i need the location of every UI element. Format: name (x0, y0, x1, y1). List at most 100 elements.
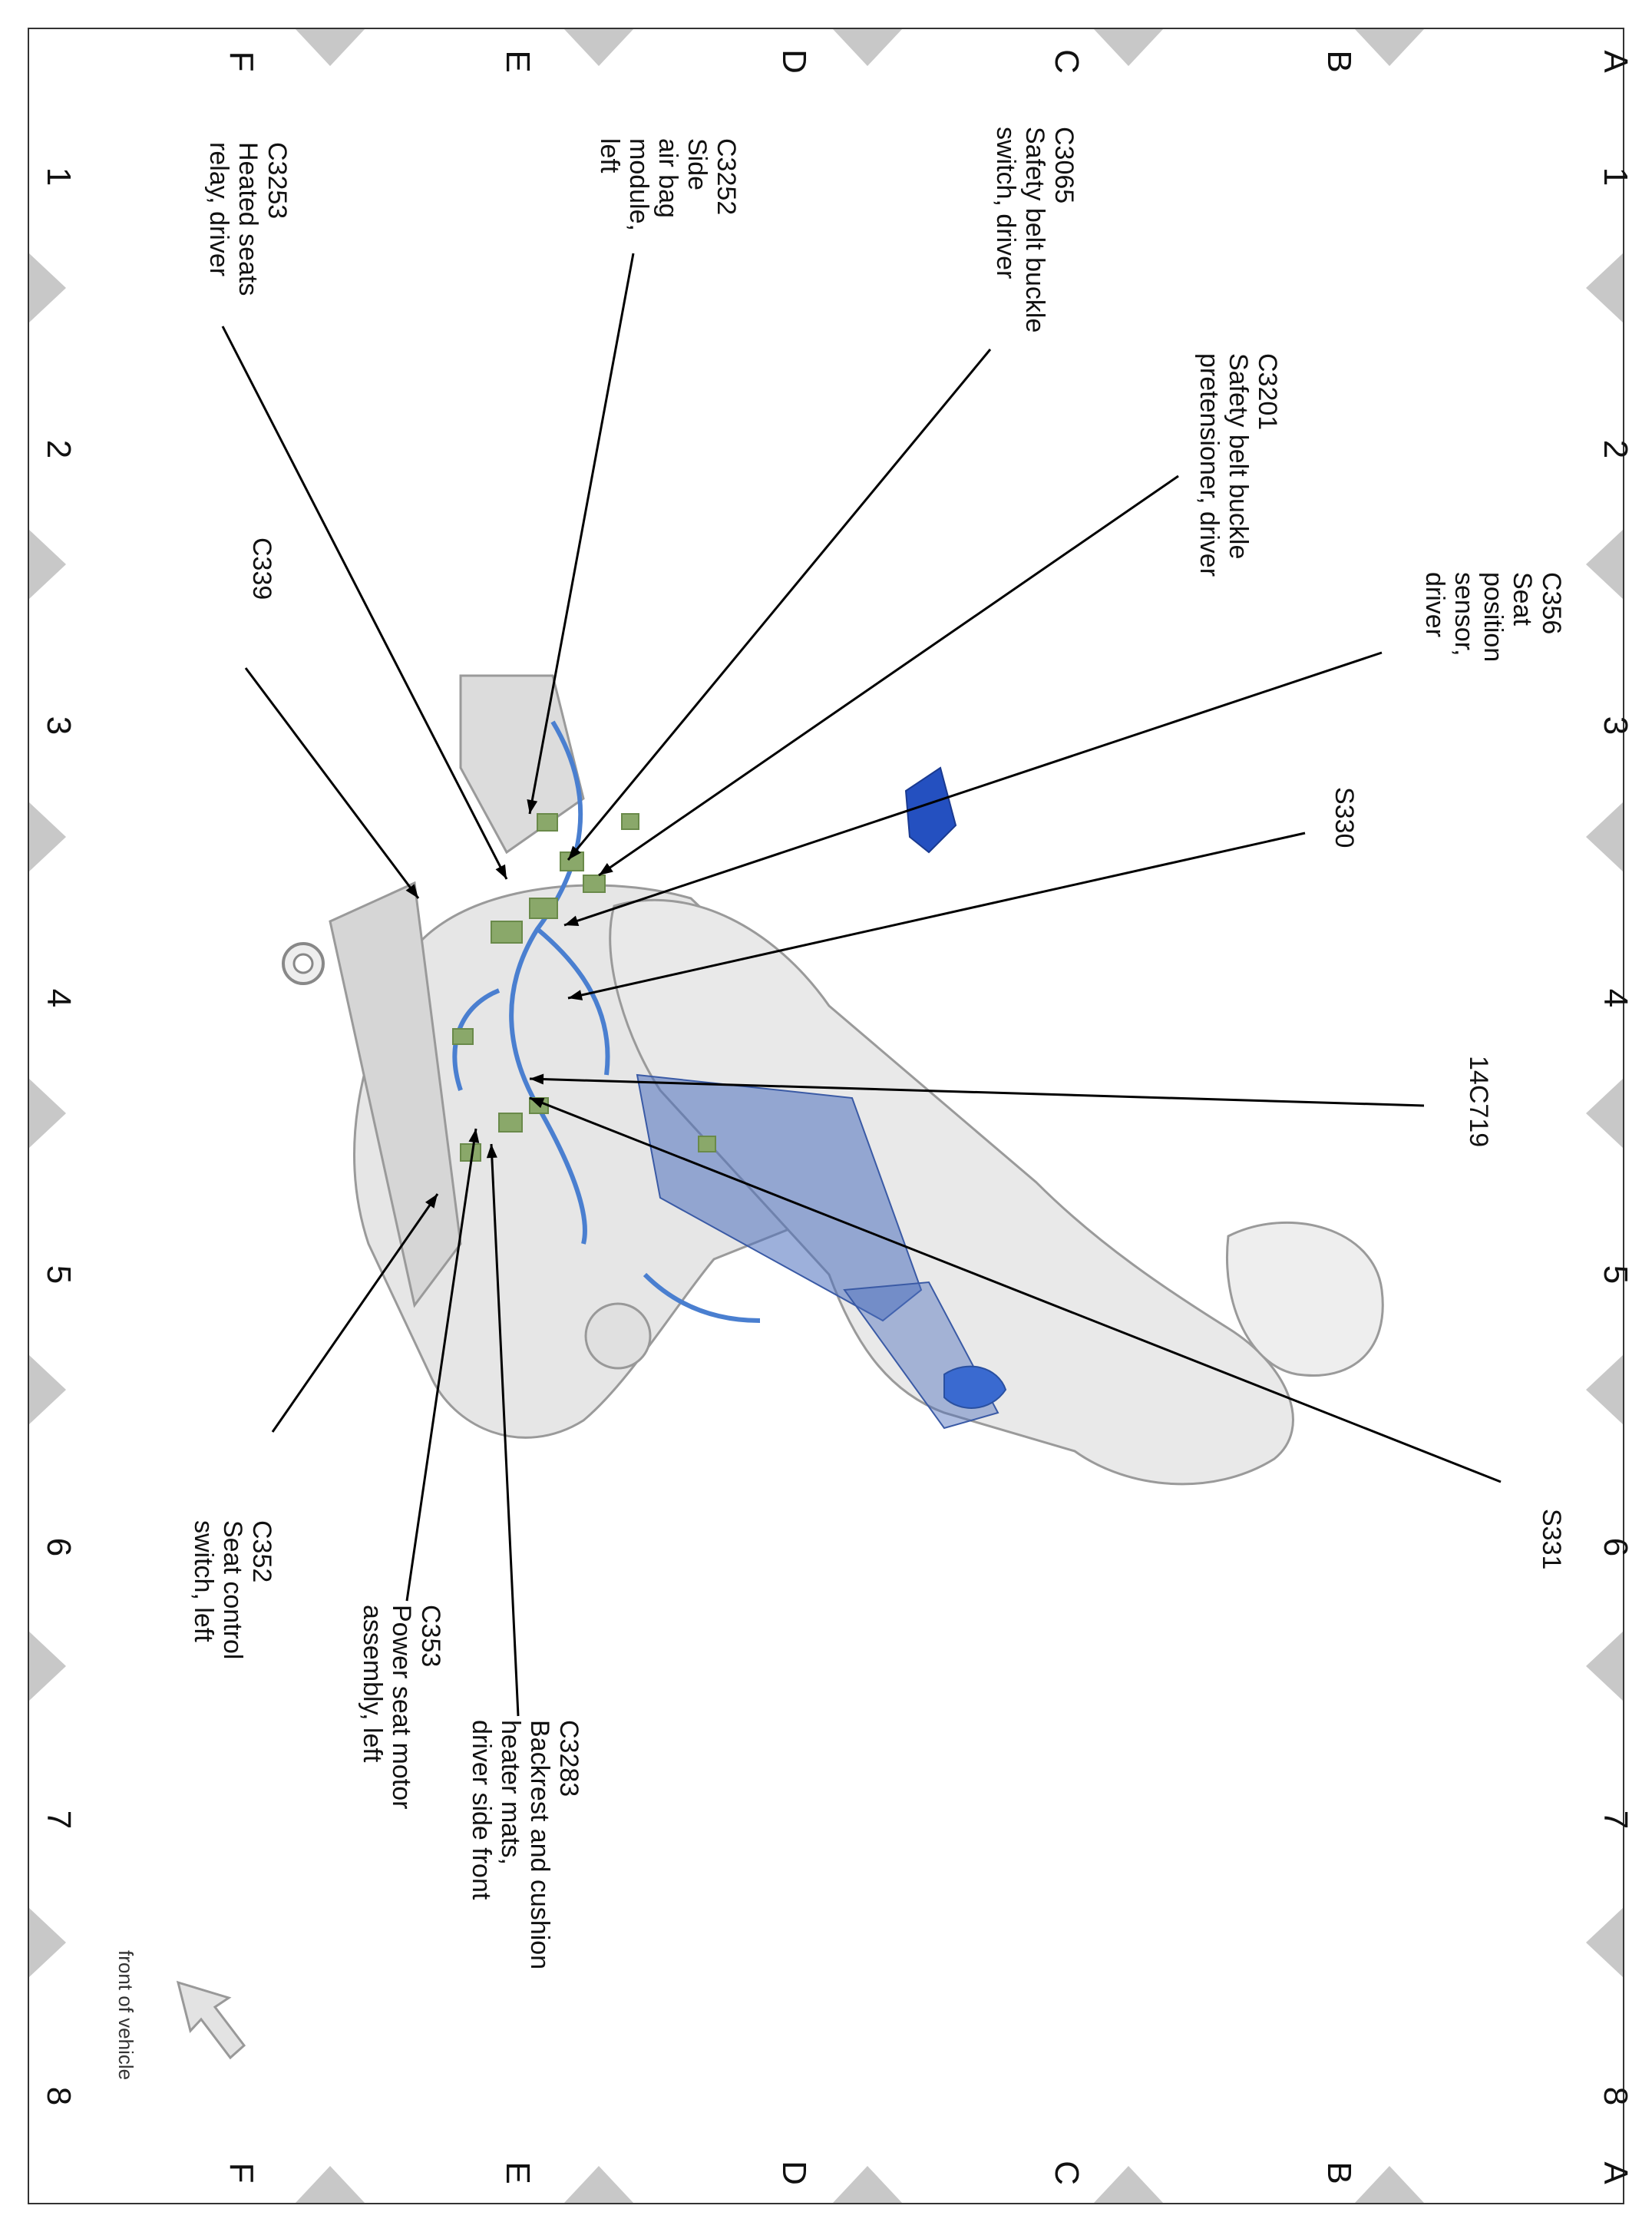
callout-line: C339 (247, 537, 276, 600)
leader-line-c3283 (490, 1143, 520, 1717)
grid-marker-left-2 (29, 802, 66, 871)
grid-marker-top-3 (1094, 29, 1163, 66)
callout-line: Heated seats (233, 142, 263, 296)
grid-column-label-right: 7 (1597, 1810, 1634, 1829)
callout-leaders (221, 253, 1502, 1717)
front-of-vehicle-label: front of vehicle (114, 1950, 137, 2080)
leader-line-c3065 (567, 349, 992, 861)
safety-belt-buckle (904, 766, 957, 854)
grid-marker-right-0 (1586, 253, 1623, 322)
leader-line-c339 (244, 667, 420, 899)
callout-line: C356 (1537, 572, 1566, 634)
leader-arrowhead (527, 799, 538, 814)
front-of-vehicle-arrow-icon (176, 1980, 246, 2060)
leader-line-c352 (271, 1193, 439, 1433)
grid-marker-right-4 (1586, 1355, 1623, 1424)
grid-marker-top-4 (1355, 29, 1424, 66)
grid-column-label-left: 8 (40, 2087, 78, 2105)
grid-marker-right-6 (1586, 1908, 1623, 1977)
grid-row-label-top: C (1048, 49, 1085, 74)
callout-line: C353 (416, 1605, 445, 1667)
orientation-indicator: front of vehicle (114, 1950, 246, 2080)
leader-line-c3201 (598, 475, 1179, 877)
grid-column-label-left: 1 (40, 167, 78, 186)
callout-line: switch, left (189, 1520, 218, 1642)
grid-marker-right-3 (1586, 1079, 1623, 1148)
grid-column-label-right: 8 (1597, 2087, 1634, 2105)
grid-column-label-right: 6 (1597, 1538, 1634, 1556)
leader-arrowhead (530, 1073, 544, 1085)
leader-line-c353 (405, 1128, 477, 1602)
seat-anchor-hole (292, 953, 314, 974)
callout-line: air bag (653, 138, 682, 218)
grid-marker-left-4 (29, 1355, 66, 1424)
grid-column-label-right: 1 (1597, 167, 1634, 186)
callout-line: S330 (1330, 787, 1359, 848)
callout-line: C352 (247, 1520, 276, 1582)
leader-arrowhead (468, 1129, 480, 1143)
grid-row-label-bottom: A (1597, 2161, 1634, 2184)
grid-marker-right-2 (1586, 802, 1623, 871)
callout-line: C3201 (1253, 353, 1282, 430)
callout-line: assembly, left (358, 1605, 387, 1763)
connector-block (537, 813, 558, 832)
callout-line: Power seat motor (387, 1605, 416, 1809)
grid-marker-right-1 (1586, 530, 1623, 599)
seat-recliner-knob (584, 1302, 652, 1370)
diagram-frame (28, 28, 1624, 2204)
leader-arrowhead (599, 863, 613, 875)
callout-14c719: 14C719 (1464, 1056, 1493, 1147)
callout-line: driver side front (467, 1720, 496, 1900)
callout-line: Seat (1508, 572, 1537, 626)
leader-arrowhead (568, 845, 581, 860)
callout-line: relay, driver (204, 142, 233, 276)
connector-block (698, 1136, 716, 1152)
callout-s330: S330 (1330, 787, 1359, 848)
leader-arrowhead (405, 884, 418, 898)
grid-marker-bottom-3 (1094, 2166, 1163, 2203)
leader-line-c356 (563, 651, 1383, 927)
grid-marker-left-0 (29, 253, 66, 322)
seat-headrest (1226, 1221, 1384, 1377)
connector-block (491, 921, 523, 944)
grid-marker-left-3 (29, 1079, 66, 1148)
grid-column-label-right: 2 (1597, 440, 1634, 458)
grid-column-label-left: 3 (40, 716, 78, 735)
leader-line-c3252 (528, 253, 635, 815)
connector-block (529, 898, 558, 919)
grid-column-label-left: 7 (40, 1810, 78, 1829)
seat-track (329, 881, 462, 1308)
grid-marker-bottom-4 (1355, 2166, 1424, 2203)
leader-line-s330 (567, 832, 1306, 1000)
callout-line: C3252 (712, 138, 741, 215)
callout-line: heater mats, (496, 1720, 525, 1865)
callout-s331: S331 (1537, 1509, 1566, 1569)
seat-illustration (282, 674, 1384, 1486)
callout-line: Backrest and cushion (525, 1720, 554, 1969)
grid-row-label-bottom: F (223, 2163, 260, 2184)
leader-arrowhead (486, 1144, 497, 1159)
leader-arrowhead (530, 1098, 545, 1109)
callout-line: position (1479, 572, 1508, 662)
connector-block (583, 875, 606, 893)
callout-line: driver (1420, 572, 1449, 637)
heated-element-blue (943, 1365, 1007, 1409)
callout-line: Safety belt buckle (1020, 127, 1049, 332)
leader-line-c3253 (221, 326, 508, 880)
callout-line: pretensioner, driver (1194, 353, 1224, 577)
callout-line: C3253 (263, 142, 292, 219)
grid-marker-bottom-0 (296, 2166, 365, 2203)
grid-marker-top-2 (833, 29, 902, 66)
grid-row-label-bottom: B (1320, 2161, 1358, 2184)
grid-row-label-bottom: C (1048, 2161, 1085, 2185)
grid-row-label-top: A (1597, 50, 1634, 73)
